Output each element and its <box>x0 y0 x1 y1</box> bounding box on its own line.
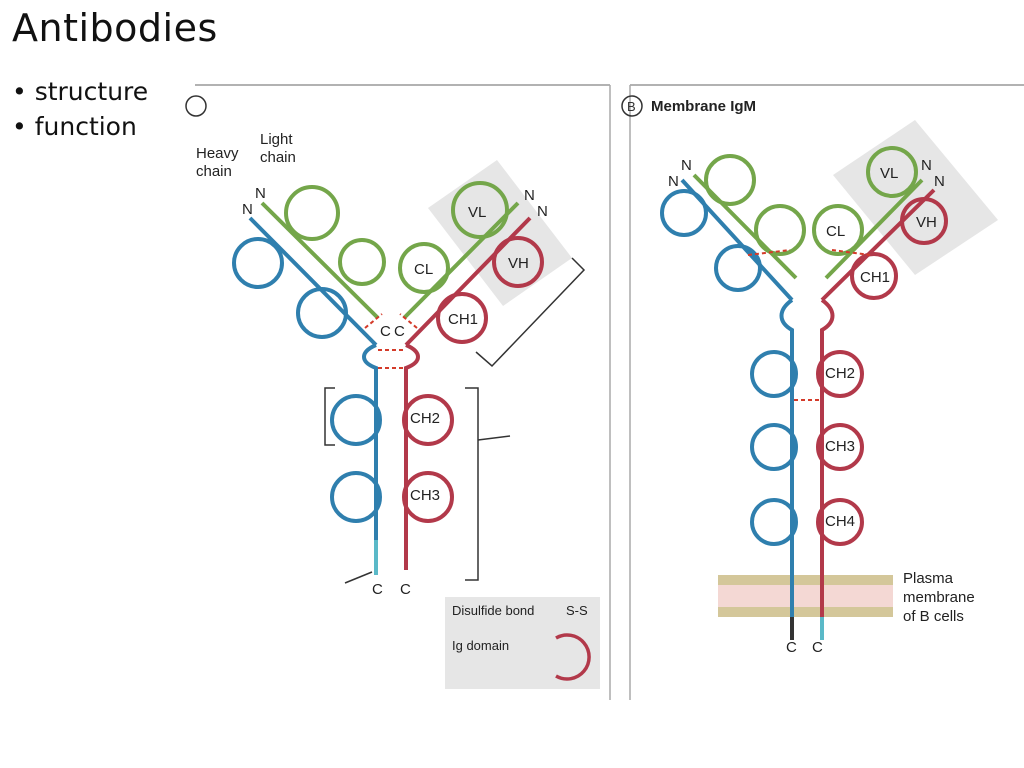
n-terminus-heavy-right-b: N <box>934 173 945 190</box>
domain-vh-a: VH <box>508 255 529 272</box>
legend-ig-domain-label: Ig domain <box>452 638 509 653</box>
variable-region-highlight <box>428 160 572 306</box>
membrane-label-line3: of B cells <box>903 608 964 625</box>
n-terminus-light-right-b: N <box>921 157 932 174</box>
domain-vl-a: VL <box>468 204 486 221</box>
light-chain-label: Light <box>260 131 293 148</box>
c-terminus-heavy-left: C <box>372 581 383 598</box>
domain-cl-a: CL <box>414 261 433 278</box>
variable-region-highlight-b <box>833 120 998 275</box>
domain-ch2-b: CH2 <box>825 365 855 382</box>
light-chain-right <box>398 181 520 320</box>
light-chain-right-b <box>812 146 924 280</box>
panel-b-title: Membrane IgM <box>651 98 756 115</box>
domain-ch4-b: CH4 <box>825 513 855 530</box>
domain-ch3-b: CH3 <box>825 438 855 455</box>
plasma-membrane <box>718 575 893 617</box>
interchain-disulfides-b <box>747 249 871 401</box>
domain-ch1-b: CH1 <box>860 269 890 286</box>
light-chain-left <box>260 185 386 320</box>
domain-ch1-a: CH1 <box>448 311 478 328</box>
bullet-function: function <box>12 109 148 144</box>
domain-vl-b: VL <box>880 165 898 182</box>
c-terminus-right-b: C <box>812 639 823 656</box>
panel-b-labels: N N N N C C VL VH CL CH1 CH2 CH3 CH4 Pla… <box>668 157 975 656</box>
legend-disulfide-label: Disulfide bond <box>452 603 534 618</box>
domain-ch2-a: CH2 <box>410 410 440 427</box>
panel-a-frame <box>195 84 611 700</box>
heavy-chain-label: Heavy <box>196 145 239 162</box>
panel-a-labels: Heavy chain Light chain N N N N C C C C … <box>196 131 548 598</box>
legend-disulfide-symbol: S-S <box>566 603 588 618</box>
n-terminus-heavy-left-b: N <box>668 173 679 190</box>
bullet-structure: structure <box>12 74 148 109</box>
bracket-marks <box>324 257 586 584</box>
bullet-list: structure function <box>12 74 148 144</box>
panel-b-badge <box>621 95 643 117</box>
slide-title: Antibodies <box>12 6 218 50</box>
interchain-disulfides <box>364 313 418 369</box>
n-terminus-heavy-left: N <box>242 201 253 218</box>
legend-box: Disulfide bond S-S Ig domain <box>445 597 600 689</box>
domain-ch3-a: CH3 <box>410 487 440 504</box>
n-terminus-heavy-right: N <box>537 203 548 220</box>
heavy-chain-left <box>232 216 382 575</box>
light-chain-label-line2: chain <box>260 149 296 166</box>
domain-cl-b: CL <box>826 223 845 240</box>
panel-a-badge <box>185 95 207 117</box>
n-terminus-light-right: N <box>524 187 535 204</box>
membrane-label-line2: membrane <box>903 589 975 606</box>
heavy-chain-right-b <box>816 188 948 640</box>
heavy-chain-right <box>402 216 544 570</box>
panel-b-frame <box>629 84 1024 700</box>
light-chain-left-b <box>692 154 806 280</box>
panel-b-badge-letter: B <box>627 99 636 114</box>
c-terminus-light-right: C <box>394 323 405 340</box>
legend-ig-domain-icon <box>555 633 591 681</box>
c-terminus-heavy-right: C <box>400 581 411 598</box>
c-terminus-left-b: C <box>786 639 797 656</box>
c-terminus-light-left: C <box>380 323 391 340</box>
heavy-chain-left-b <box>660 178 798 640</box>
domain-vh-b: VH <box>916 214 937 231</box>
n-terminus-light-left: N <box>255 185 266 202</box>
membrane-label-line1: Plasma <box>903 570 954 587</box>
n-terminus-light-left-b: N <box>681 157 692 174</box>
heavy-chain-label-line2: chain <box>196 163 232 180</box>
